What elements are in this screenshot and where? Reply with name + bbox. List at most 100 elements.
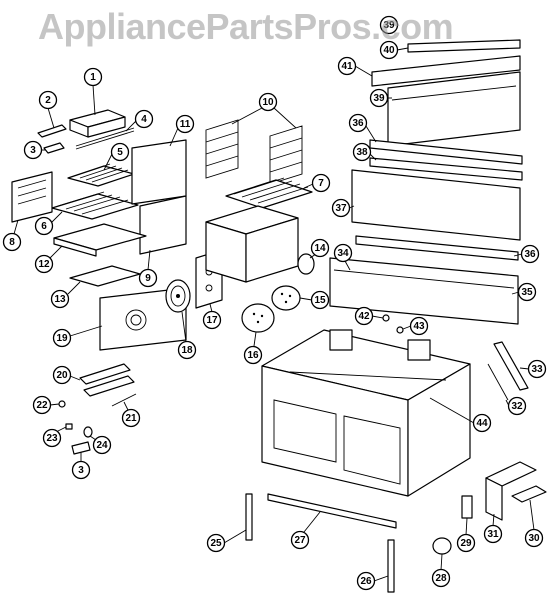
part-callout-22: 22 [32, 395, 52, 415]
callout-number: 35 [521, 287, 533, 298]
part-9-panel [139, 195, 187, 271]
callout-number: 7 [318, 178, 324, 189]
callout-circle [311, 173, 331, 193]
part-36-trim-top [365, 125, 523, 165]
part-15-disc [271, 285, 313, 311]
part-callout-4: 4 [134, 109, 154, 129]
callout-circle [243, 345, 263, 365]
part-21 [111, 393, 137, 411]
part-5-grate [67, 153, 135, 187]
part-4-rod [75, 120, 137, 150]
callout-number: 1 [90, 72, 96, 83]
callout-number: 33 [531, 364, 543, 375]
part-callout-3: 3 [23, 140, 43, 160]
part-callout-9: 9 [138, 268, 158, 288]
callout-number: 41 [341, 61, 353, 72]
callout-circle [507, 396, 527, 416]
callout-circle [206, 533, 226, 553]
part-callout-43: 43 [409, 316, 429, 336]
callout-number: 9 [145, 273, 151, 284]
parts-42-43-screws [371, 314, 412, 334]
part-callout-18: 18 [177, 340, 197, 360]
callout-number: 15 [314, 295, 326, 306]
part-callout-26: 26 [356, 571, 376, 591]
part-callout-13: 13 [50, 289, 70, 309]
part-20-burner [69, 363, 135, 397]
part-callout-7: 7 [311, 173, 331, 193]
callout-circle [356, 571, 376, 591]
callout-number: 14 [314, 243, 326, 254]
part-callout-15: 15 [310, 290, 330, 310]
part-callout-37: 37 [331, 198, 351, 218]
part-callout-29: 29 [456, 533, 476, 553]
part-callout-23: 23 [42, 428, 62, 448]
part-10-racks [205, 107, 303, 185]
callout-number: 19 [56, 333, 68, 344]
part-36-trim-bottom [355, 235, 523, 261]
part-29-leg [461, 495, 473, 536]
callout-circle [34, 254, 54, 274]
part-callout-10: 10 [258, 92, 278, 112]
part-callout-17: 17 [202, 310, 222, 330]
part-callout-20: 20 [52, 365, 72, 385]
part-callout-5: 5 [110, 142, 130, 162]
callout-circle [110, 142, 130, 162]
callout-circle [472, 413, 492, 433]
callout-circle [352, 142, 372, 162]
callout-number: 17 [206, 315, 218, 326]
small-fittings [49, 400, 97, 462]
part-callout-1: 1 [83, 67, 103, 87]
callout-number: 13 [54, 294, 66, 305]
callout-circle [175, 114, 195, 134]
callout-number: 30 [528, 533, 540, 544]
callout-number: 36 [524, 249, 536, 260]
callout-number: 24 [96, 440, 108, 451]
callout-number: 44 [476, 418, 488, 429]
part-41-panel [354, 55, 521, 87]
part-28-knob [432, 537, 452, 571]
callout-circle [354, 306, 374, 326]
part-callout-39: 39 [369, 88, 389, 108]
callout-number: 37 [335, 203, 347, 214]
part-callout-16: 16 [243, 345, 263, 365]
part-callout-11: 11 [175, 114, 195, 134]
callout-circle [121, 408, 141, 428]
callout-circle [310, 238, 330, 258]
part-16-disc [241, 303, 275, 347]
callout-number: 32 [511, 401, 523, 412]
part-callout-32: 32 [507, 396, 527, 416]
callout-circle [32, 395, 52, 415]
part-callout-3: 3 [71, 460, 91, 480]
callout-circle [2, 232, 22, 252]
callout-number: 21 [125, 413, 137, 424]
callout-number: 2 [45, 95, 51, 106]
callout-number: 34 [337, 248, 349, 259]
callout-number: 8 [9, 237, 15, 248]
part-callout-33: 33 [527, 359, 547, 379]
callout-number: 5 [117, 147, 123, 158]
callout-circle [202, 310, 222, 330]
callout-circle [138, 268, 158, 288]
part-callout-25: 25 [206, 533, 226, 553]
part-callout-36: 36 [520, 244, 540, 264]
part-8-panel [11, 171, 53, 235]
callout-circle [409, 316, 429, 336]
callout-number: 16 [247, 350, 259, 361]
callout-circle [524, 528, 544, 548]
part-callout-24: 24 [92, 435, 112, 455]
callout-number: 4 [141, 114, 147, 125]
callout-circle [348, 113, 368, 133]
callout-number: 12 [38, 259, 50, 270]
callout-circle [527, 359, 547, 379]
watermark-logo: AppliancePartsPros.com [38, 6, 454, 47]
callout-circle [38, 90, 58, 110]
callout-circle [52, 328, 72, 348]
callout-circle [42, 428, 62, 448]
callout-circle [71, 460, 91, 480]
callout-number: 25 [210, 538, 222, 549]
part-callout-14: 14 [310, 238, 330, 258]
part-callout-2: 2 [38, 90, 58, 110]
callout-circle [333, 243, 353, 263]
callout-circle [134, 109, 154, 129]
